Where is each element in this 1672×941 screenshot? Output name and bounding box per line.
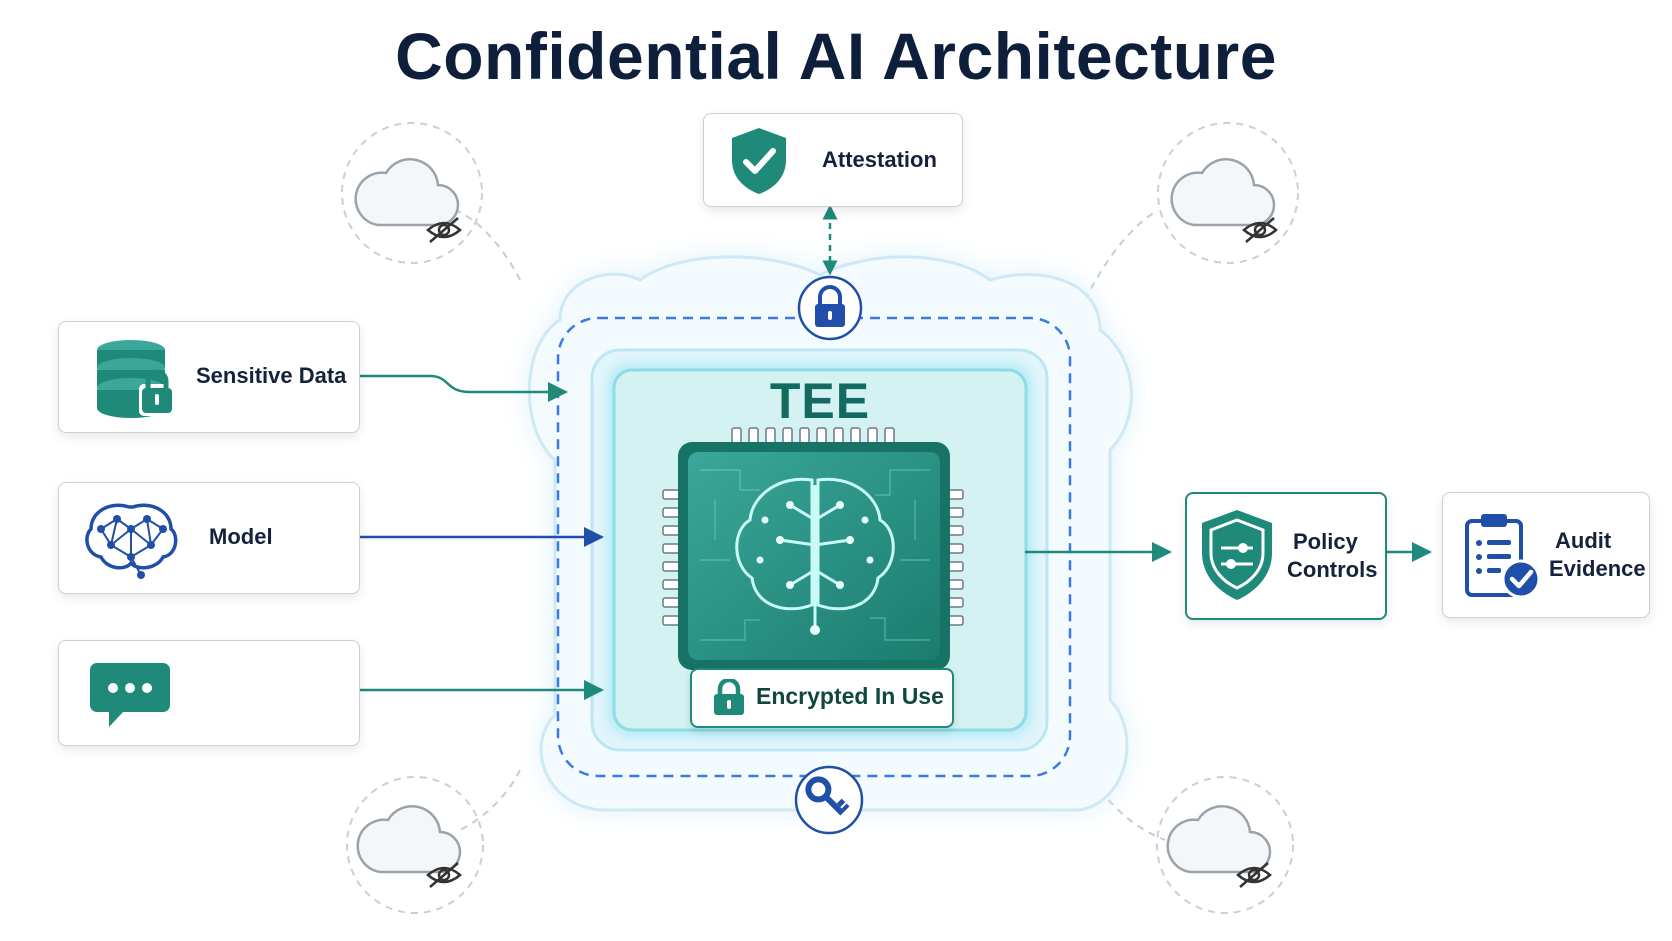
tee-label: TEE [769, 373, 871, 429]
cloud-icon [354, 158, 460, 227]
eye-off-icon [426, 217, 462, 243]
database-lock-icon [97, 340, 175, 418]
cloud-decor-top-left [341, 122, 521, 281]
shield-check-icon [732, 128, 786, 194]
sensitive-data-label: Sensitive Data [196, 363, 347, 388]
lock-icon [815, 285, 845, 327]
attestation-card: Attestation [703, 113, 963, 207]
cloud-decor-bottom-left [346, 769, 521, 914]
audit-evidence-label-line2: Evidence [1549, 556, 1646, 581]
policy-controls-card: Policy Controls [1185, 492, 1387, 620]
key-icon [805, 776, 850, 816]
prompt-card [58, 640, 360, 746]
eye-off-icon [1242, 217, 1278, 243]
cloud-icon [1170, 158, 1276, 227]
policy-controls-label-line2: Controls [1287, 557, 1378, 582]
model-card: Model [58, 482, 360, 594]
sensitive-data-card: Sensitive Data [58, 321, 360, 433]
attestation-label: Attestation [822, 147, 937, 172]
page-title: Confidential AI Architecture [395, 19, 1277, 93]
audit-evidence-card: Audit Evidence [1442, 492, 1650, 618]
brain-network-icon [85, 503, 178, 579]
bottom-key-node [794, 765, 864, 835]
encrypted-in-use-badge: Encrypted In Use [690, 668, 954, 728]
eye-off-icon [1236, 862, 1272, 888]
shield-sliders-icon [1202, 510, 1272, 600]
cloud-decor-bottom-right [1099, 776, 1294, 914]
cloud-icon [1166, 805, 1272, 874]
cloud-icon [356, 805, 462, 874]
top-lock-node [797, 275, 863, 341]
lock-icon [714, 679, 744, 715]
enclave-dashed-border [556, 316, 1072, 778]
chat-bubble-icon [90, 663, 170, 727]
model-label: Model [209, 524, 273, 549]
arrow-sensitive-data [360, 374, 568, 402]
eye-off-icon [426, 862, 462, 888]
circuit-brain-chip-icon [678, 442, 950, 670]
clipboard-check-icon [1465, 514, 1541, 599]
chip-pins [662, 427, 964, 626]
audit-evidence-label-line1: Audit [1555, 528, 1612, 553]
cloud-decor-top-right [1084, 122, 1299, 301]
policy-controls-label-line1: Policy [1293, 529, 1358, 554]
encrypted-in-use-label: Encrypted In Use [756, 683, 944, 709]
